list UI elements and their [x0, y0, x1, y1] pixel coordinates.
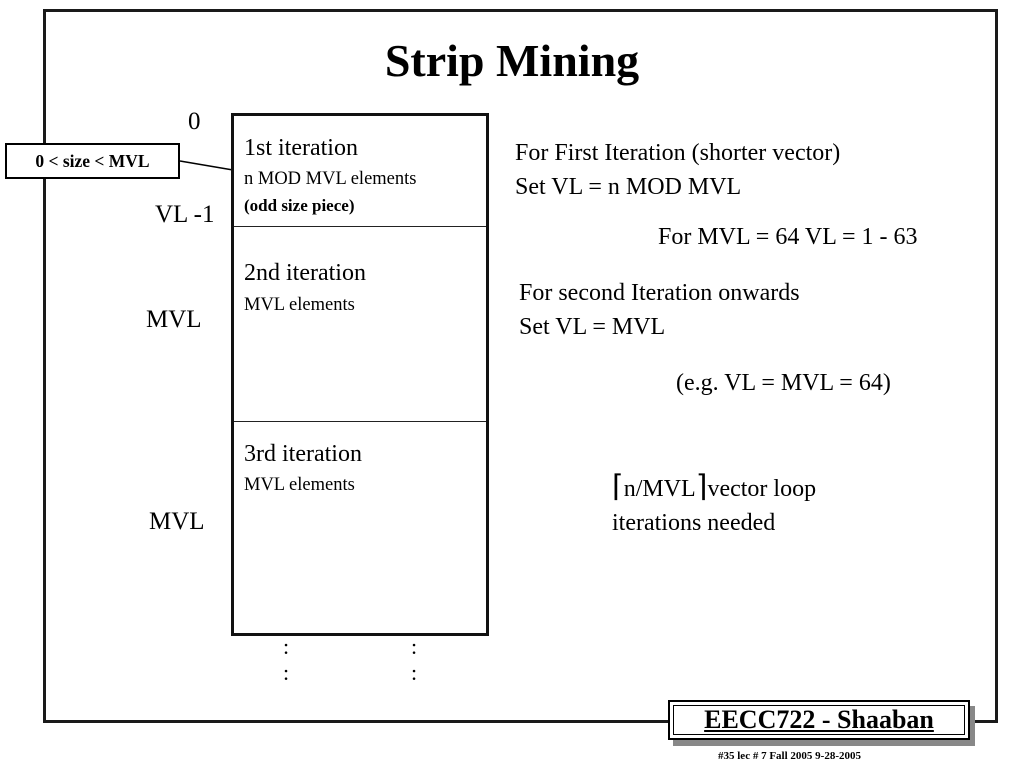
loop-text-rest: vector loop: [707, 476, 817, 502]
note-loop-iterations: ⌈n/MVL⌉vector loop: [612, 472, 816, 503]
label-zero: 0: [188, 108, 201, 135]
segment-1-elements: n MOD MVL elements: [244, 169, 417, 189]
slide-frame: [43, 9, 998, 723]
label-mvl-third: MVL: [149, 508, 205, 535]
note-second-example: (e.g. VL = MVL = 64): [676, 370, 891, 396]
note-second-iteration: For second Iteration onwards: [519, 280, 800, 306]
label-mvl-second: MVL: [146, 306, 202, 333]
note-first-iteration: For First Iteration (shorter vector): [515, 140, 841, 166]
size-callout-box: 0 < size < MVL: [5, 143, 180, 179]
loop-expression: n/MVL: [623, 476, 696, 502]
segment-2-elements: MVL elements: [244, 295, 355, 315]
footer-box: [668, 700, 970, 740]
segment-3-title: 3rd iteration: [244, 441, 362, 467]
slide-title: Strip Mining: [384, 35, 640, 86]
vector-strip-box: 1st iteration n MOD MVL elements (odd si…: [231, 113, 489, 636]
ceiling-left-bracket: ⌈: [612, 469, 624, 504]
note-second-set-vl: Set VL = MVL: [519, 314, 666, 340]
note-first-set-vl: Set VL = n MOD MVL: [515, 174, 742, 200]
segment-1-title: 1st iteration: [244, 135, 358, 161]
continuation-dots-right: ::: [411, 634, 418, 685]
continuation-dots-left: ::: [283, 634, 290, 685]
segment-1-note: (odd size piece): [244, 196, 355, 215]
footer-slide-info: #35 lec # 7 Fall 2005 9-28-2005: [718, 750, 861, 762]
note-iterations-needed: iterations needed: [612, 510, 776, 536]
note-first-example: For MVL = 64 VL = 1 - 63: [658, 224, 918, 250]
ceiling-right-bracket: ⌉: [695, 469, 708, 504]
label-vl-minus-1: VL -1: [155, 201, 215, 228]
segment-3-elements: MVL elements: [244, 475, 355, 495]
footer-course-label: EECC722 - Shaaban: [704, 705, 934, 734]
segment-divider: [234, 226, 486, 227]
segment-divider: [234, 421, 486, 422]
segment-2-title: 2nd iteration: [244, 260, 366, 286]
